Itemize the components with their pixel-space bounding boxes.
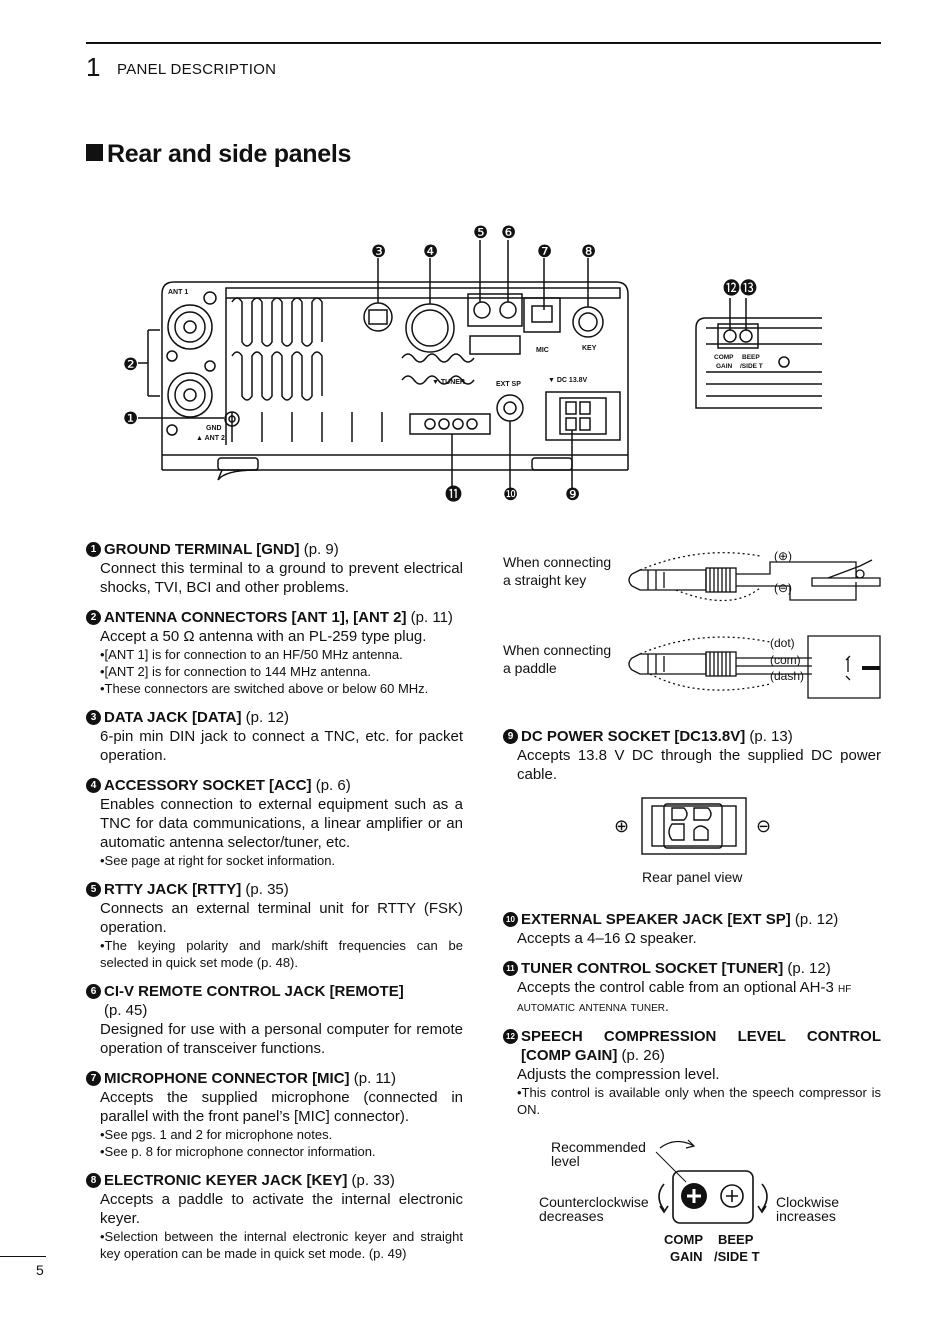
callout-5: ❺ — [473, 223, 488, 242]
key-connection-figure: When connecting a straight key When conn… — [503, 549, 881, 699]
chapter-number: 1 — [86, 52, 101, 82]
callout-11: ⓫ — [445, 485, 462, 504]
number-badge: 2 — [86, 610, 101, 625]
callout-6: ❻ — [501, 223, 516, 242]
side-beep-label: BEEP — [742, 354, 760, 361]
dot-label: (dot) — [770, 636, 795, 650]
callout-13: ⓭ — [740, 279, 757, 298]
dash-label: (dash) — [770, 669, 804, 683]
number-badge: 4 — [86, 778, 101, 793]
section-title: Rear and side panels — [86, 140, 351, 169]
header-rule — [86, 42, 881, 44]
rear-panel-diagram: ANT 1 ▲ ANT 2 GND ▼ TUNER EXT SP ▼ DC 13… — [123, 223, 822, 504]
number-badge: 12 — [503, 1029, 518, 1044]
com-label: (com) — [770, 653, 801, 667]
callout-8: ❽ — [581, 242, 596, 261]
side-sidet-label: /SIDE T — [740, 363, 763, 370]
gnd-label: GND — [206, 425, 222, 432]
number-badge: 8 — [86, 1173, 101, 1188]
ccw-label-1: Counterclockwise — [539, 1194, 649, 1210]
dc-socket-figure: ⊕ ⊖ Rear panel view — [614, 797, 771, 885]
callout-7: ❼ — [537, 242, 552, 261]
callout-1: ❶ — [123, 409, 138, 428]
callout-2: ❷ — [123, 355, 138, 374]
paddle-label-1: When connecting — [503, 642, 611, 658]
comp-label: COMP — [664, 1232, 703, 1247]
dc-label: ▼ DC 13.8V — [548, 377, 588, 384]
straight-key-label-1: When connecting — [503, 554, 611, 570]
side-comp-label: COMP — [714, 354, 734, 361]
number-badge: 3 — [86, 710, 101, 725]
gain-label: GAIN — [670, 1249, 703, 1264]
callout-4: ❹ — [423, 242, 438, 261]
number-badge: 6 — [86, 984, 101, 999]
ccw-label-2: decreases — [539, 1208, 604, 1224]
plus-label: (⊕) — [774, 549, 792, 563]
cw-label-2: increases — [776, 1208, 836, 1224]
chapter-title: PANEL DESCRIPTION — [117, 61, 277, 78]
callout-10: ❿ — [503, 485, 518, 504]
callout-3: ❸ — [371, 242, 386, 261]
side-gain-label: GAIN — [716, 363, 733, 370]
number-badge: 7 — [86, 1071, 101, 1086]
paddle-label-2: a paddle — [503, 660, 557, 676]
ant2-label: ▲ ANT 2 — [196, 435, 225, 442]
tuner-label: ▼ TUNER — [432, 379, 465, 386]
extsp-label: EXT SP — [496, 381, 521, 388]
sidet-label: /SIDE T — [714, 1249, 760, 1264]
beep-label: BEEP — [718, 1232, 754, 1247]
dc-minus-icon: ⊖ — [756, 816, 771, 836]
number-badge: 10 — [503, 912, 518, 927]
callout-12: ⓬ — [723, 279, 740, 298]
number-badge: 1 — [86, 542, 101, 557]
minus-label: (⊖) — [774, 581, 792, 595]
page-number: 5 — [36, 1262, 44, 1278]
recommended-label-2: level — [551, 1153, 580, 1169]
cw-label-1: Clockwise — [776, 1194, 839, 1210]
number-badge: 11 — [503, 961, 518, 976]
square-bullet-icon — [86, 144, 103, 161]
ant1-label: ANT 1 — [168, 289, 188, 296]
straight-key-label-2: a straight key — [503, 572, 586, 588]
number-badge: 9 — [503, 729, 518, 744]
dc-caption: Rear panel view — [642, 869, 743, 885]
footer-rule — [0, 1256, 46, 1257]
dc-plus-icon: ⊕ — [614, 816, 629, 836]
callout-9: ❾ — [565, 485, 580, 504]
mic-label: MIC — [536, 347, 549, 354]
key-label: KEY — [582, 345, 597, 352]
number-badge: 5 — [86, 882, 101, 897]
recommended-label-1: Recommended — [551, 1139, 646, 1155]
comp-gain-figure: Recommended level Counterclockwise decre… — [539, 1139, 839, 1264]
